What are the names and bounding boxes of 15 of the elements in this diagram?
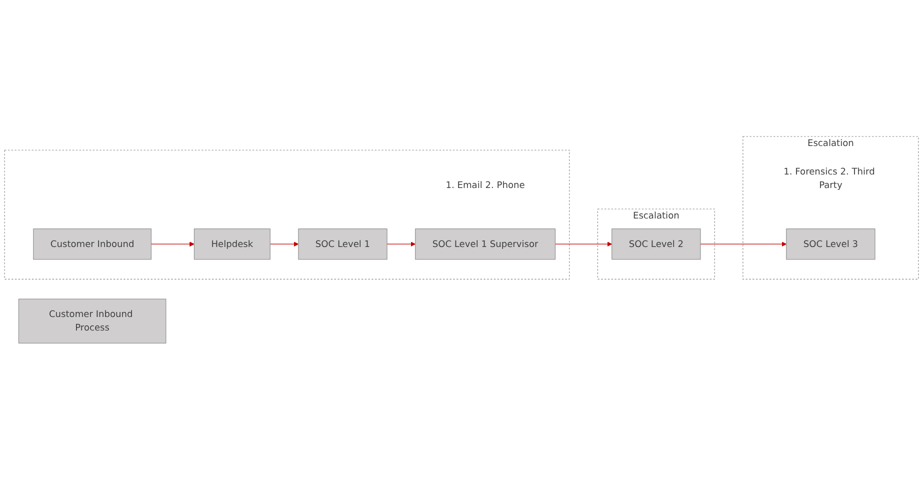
arrow <box>700 241 787 246</box>
arrow <box>554 241 612 246</box>
arrow <box>150 241 194 246</box>
node-box: Customer Inbound <box>33 228 152 260</box>
node-box: SOC Level 3 <box>786 228 876 260</box>
arrow <box>386 241 416 246</box>
node-box: SOC Level 2 <box>612 228 701 260</box>
node-box: SOC Level 1 <box>298 228 388 260</box>
node-box: Customer Inbound Process <box>18 298 166 344</box>
cluster <box>4 149 570 280</box>
node-text: 1. Email 2. Phone <box>446 179 525 190</box>
node-text: 1. Forensics 2. Third Party <box>784 166 875 190</box>
arrow <box>270 241 299 246</box>
node-box: Helpdesk <box>194 228 270 260</box>
node-box: SOC Level 1 Supervisor <box>415 228 556 260</box>
